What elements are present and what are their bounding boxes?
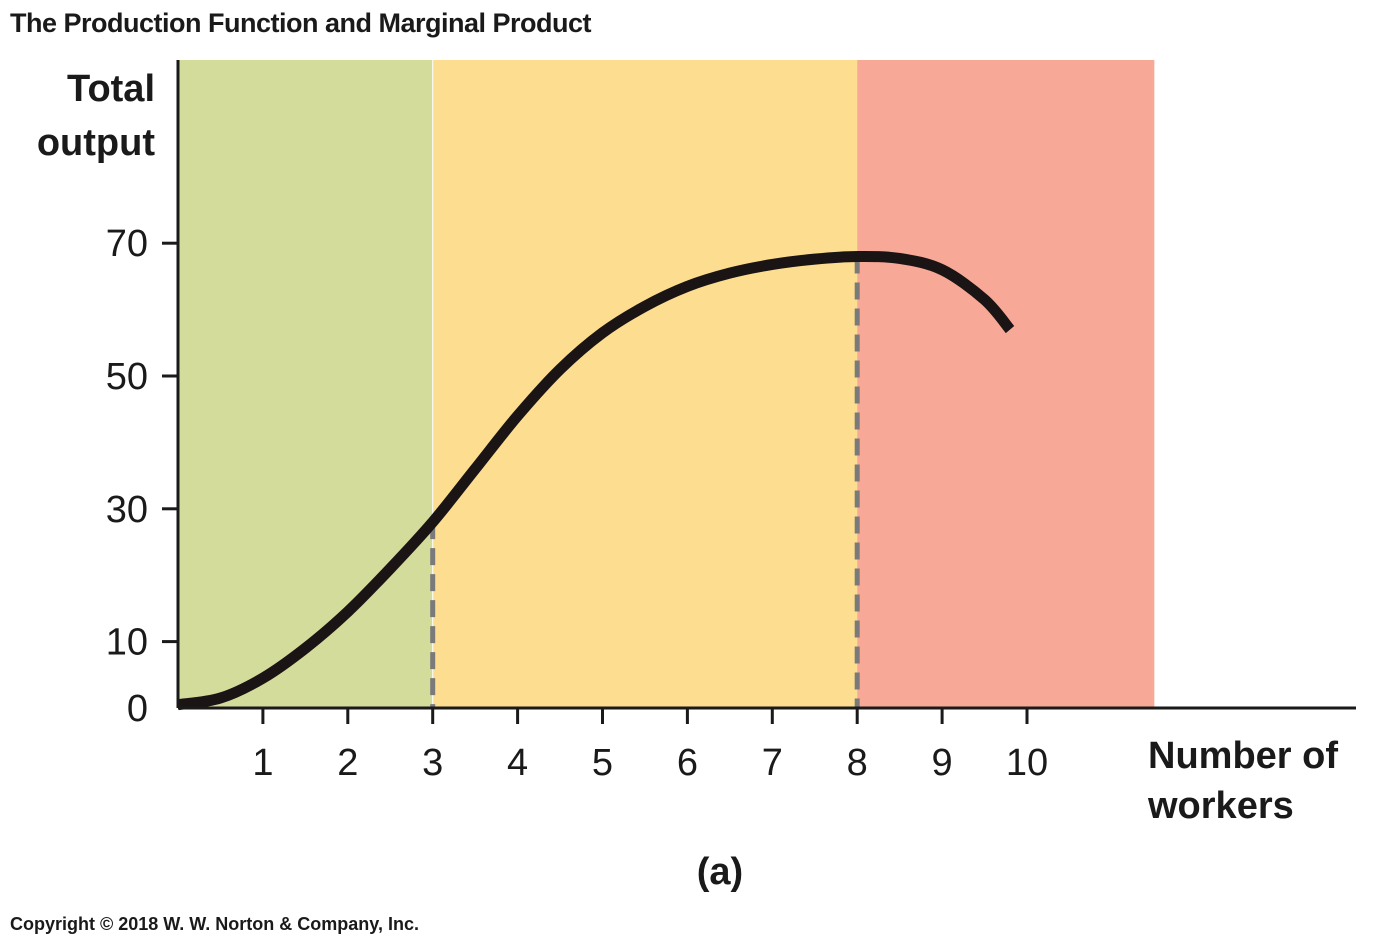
x-tick-label-1: 1 [252,742,273,784]
y-axis-title-line-2: output [37,122,156,164]
dashed-reference-lines [430,256,860,708]
copyright-notice: Copyright © 2018 W. W. Norton & Company,… [10,914,419,934]
x-tick-label-5: 5 [592,742,613,784]
y-axis-ticks: 0 10 30 50 70 [106,223,178,730]
y-tick-label-10: 10 [106,622,148,664]
x-tick-label-10: 10 [1006,742,1048,784]
panel-label: (a) [697,851,743,893]
chart-title: The Production Function and Marginal Pro… [10,8,592,38]
x-tick-label-4: 4 [507,742,528,784]
x-tick-label-7: 7 [762,742,783,784]
x-tick-label-9: 9 [932,742,953,784]
x-tick-label-8: 8 [847,742,868,784]
x-tick-label-6: 6 [677,742,698,784]
x-axis-title-line-2: workers [1147,785,1294,827]
y-axis-title-line-1: Total [67,68,155,110]
x-axis-ticks: 1 2 3 4 5 6 7 8 9 10 [252,708,1048,784]
x-tick-label-3: 3 [422,742,443,784]
x-tick-label-2: 2 [337,742,358,784]
region-2 [432,60,858,708]
y-tick-label-50: 50 [106,356,148,398]
production-curve [177,250,1015,711]
x-axis-title-line-1: Number of [1148,735,1338,777]
region-3 [857,60,1155,708]
y-tick-label-70: 70 [106,223,148,265]
y-tick-label-30: 30 [106,489,148,531]
region-1 [178,60,433,708]
shaded-regions [178,60,1155,708]
production-curve-layer [177,250,1015,711]
y-tick-label-0: 0 [127,688,148,730]
